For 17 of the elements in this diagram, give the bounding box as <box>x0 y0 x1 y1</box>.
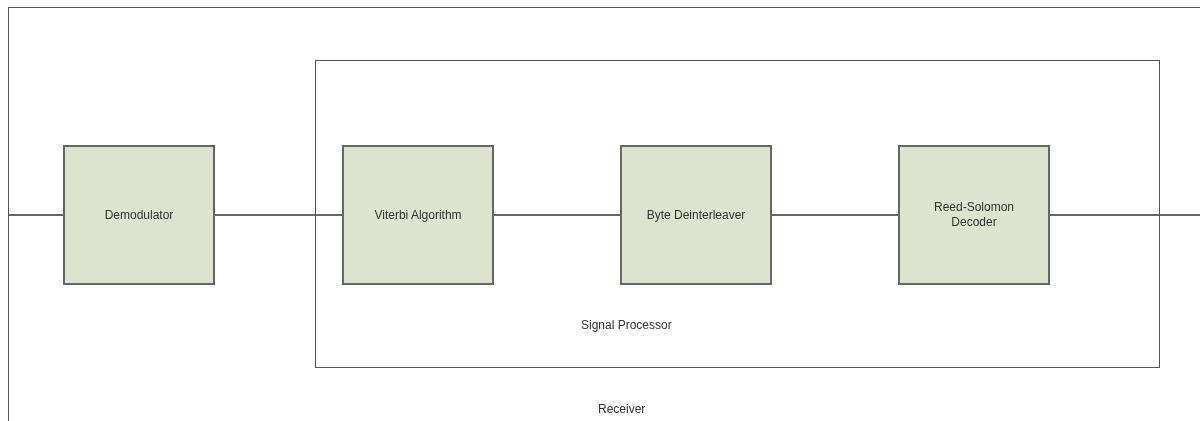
connector-line <box>1049 214 1200 216</box>
connector-line <box>7 214 64 216</box>
process-box <box>63 145 215 285</box>
container-box <box>315 60 1160 368</box>
connector-line <box>214 214 343 216</box>
group-label: Receiver <box>598 402 646 417</box>
process-box <box>898 145 1050 285</box>
container-box <box>8 7 1200 421</box>
group-label: Signal Processor <box>581 318 672 333</box>
connector-line <box>771 214 899 216</box>
block-label: Reed-Solomon Decoder <box>932 200 1015 230</box>
block-label: Byte Deinterleaver <box>646 207 746 223</box>
block-label: Viterbi Algorithm <box>374 207 462 223</box>
connector-line <box>493 214 621 216</box>
block-label: Demodulator <box>104 207 174 223</box>
process-box <box>620 145 772 285</box>
process-box <box>342 145 494 285</box>
